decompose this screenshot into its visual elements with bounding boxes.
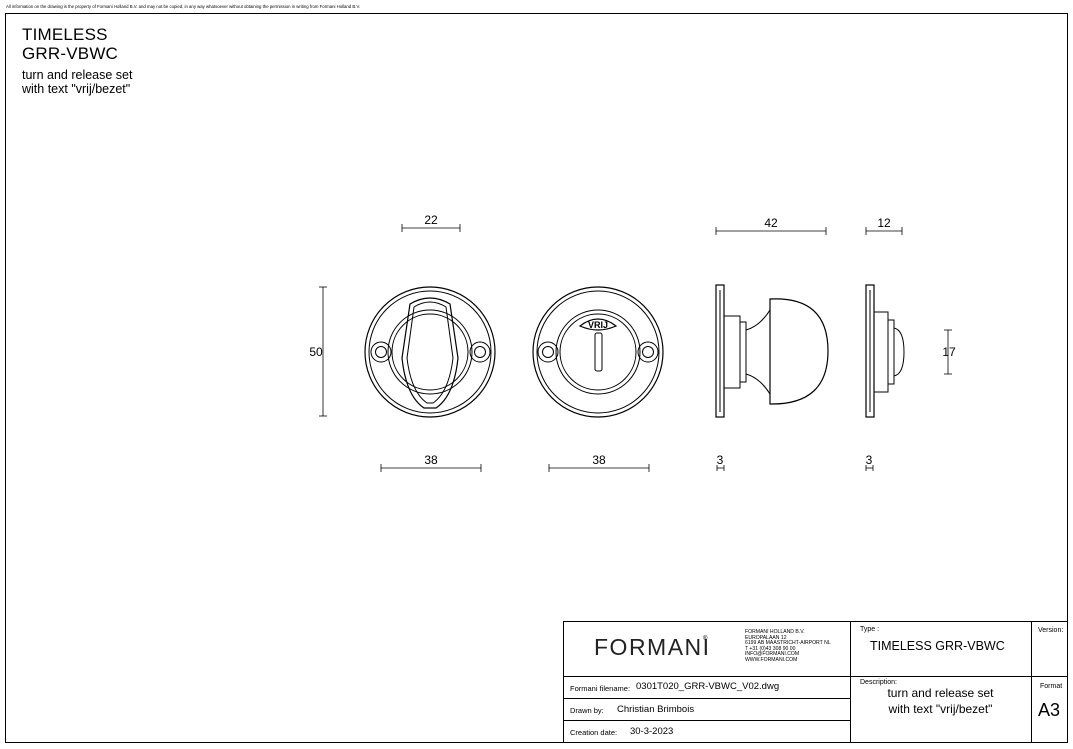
address-line: T +31 (0)43 308 90 00 [745,645,796,652]
dim-rose-thickness-1: 3 [717,453,724,467]
address-line: WWW.FORMANI.COM [745,656,798,663]
description-label: Description: [860,679,897,686]
dim-back-diameter: 38 [592,453,606,467]
address-line: FORMANI HOLLAND B.V. [745,629,805,635]
subtitle-line-1: turn and release set [22,68,133,82]
address-line: INFO@FORMANI.COM [745,651,800,658]
type-value: TIMELESS GRR-VBWC [870,639,1005,653]
dimension-lines [319,224,952,472]
type-label: Type : [860,626,880,633]
title-line-1: TIMELESS [22,25,108,44]
filename-value: 0301T020_GRR-VBWC_V02.dwg [636,681,780,692]
format-label: Format [1040,683,1063,690]
formani-logo: FORMANI [594,634,711,660]
dim-indicator-depth: 12 [877,216,891,230]
back-view-indicator [532,286,664,418]
dim-height: 50 [309,345,323,359]
dim-indicator-height: 17 [942,345,956,359]
filename-label: Formani filename: [570,684,631,693]
address-line: EUROPALAAN 12 [745,634,787,641]
title-line-2: GRR-VBWC [22,44,119,63]
side-view-knob [715,284,829,418]
drawing-title: TIMELESS GRR-VBWC turn and release set w… [22,25,133,96]
drawn-by-value: Christian Brimbois [617,704,695,715]
dim-knob-depth: 42 [764,216,778,230]
dim-rose-thickness-2: 3 [866,453,873,467]
drawn-by-label: Drawn by: [570,706,604,715]
description-line-2: with text "vrij/bezet" [888,702,993,716]
description-line-1: turn and release set [887,686,994,700]
dim-front-diameter: 38 [424,453,438,467]
indicator-label: VRIJ [588,320,608,330]
registered-mark: ® [703,636,708,642]
creation-date-label: Creation date: [570,728,618,737]
title-block-table: FORMANI ® FORMANI HOLLAND B.V. EUROPALAA… [563,621,1068,743]
front-view-thumbturn [364,286,496,418]
subtitle-line-2: with text "vrij/bezet" [22,82,131,96]
dim-thumbturn-width: 22 [424,213,438,227]
creation-date-value: 30-3-2023 [630,726,674,737]
format-value: A3 [1038,700,1061,720]
drawing-frame [5,13,1068,743]
side-view-indicator [865,284,905,418]
version-label: Version: [1038,627,1064,634]
address-line: 6199 AB MAASTRICHT-AIRPORT NL [745,640,831,647]
copyright-notice: All information on the drawing is the pr… [6,4,361,9]
company-address: FORMANI HOLLAND B.V. EUROPALAAN 12 6199 … [745,629,831,664]
